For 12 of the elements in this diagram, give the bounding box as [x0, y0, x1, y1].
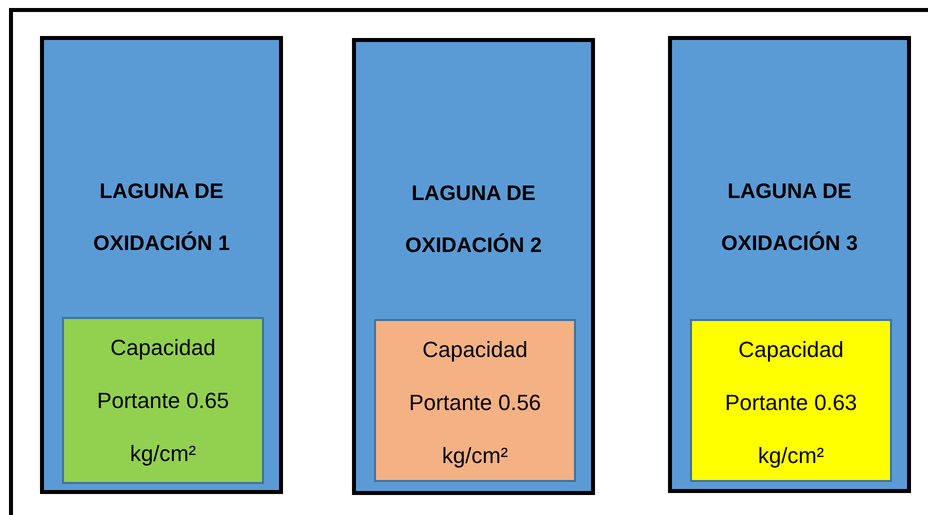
lagoon-column — [40, 36, 283, 494]
lagoon-column — [352, 38, 595, 495]
capacity-box — [374, 319, 576, 482]
capacity-box — [62, 317, 264, 484]
capacity-box — [690, 319, 892, 482]
lagoon-title: LAGUNA DE OXIDACIÓN 3 — [720, 179, 859, 257]
capacity-text: Capacidad Portante 0.56 kg/cm² — [408, 336, 542, 470]
lagoon-title: LAGUNA DE OXIDACIÓN 1 — [92, 179, 231, 257]
lagoon-title: LAGUNA DE OXIDACIÓN 2 — [404, 181, 543, 259]
lagoon-column — [668, 36, 911, 493]
capacity-text: Capacidad Portante 0.65 kg/cm² — [96, 334, 230, 468]
capacity-text: Capacidad Portante 0.63 kg/cm² — [724, 336, 858, 470]
